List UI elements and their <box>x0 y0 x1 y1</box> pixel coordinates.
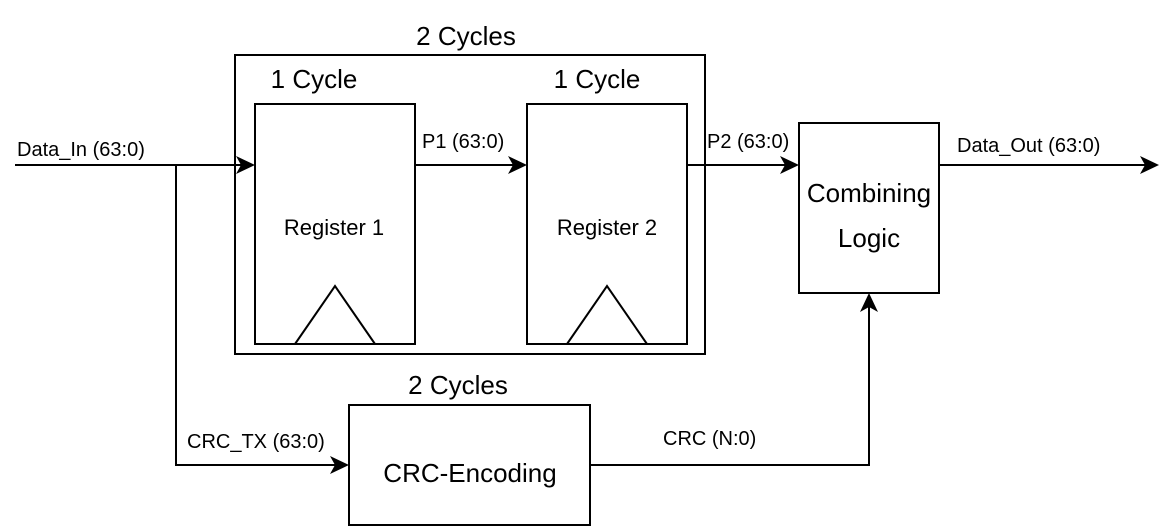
crc-tx-wire <box>175 165 336 466</box>
data-out-arrowhead <box>1140 156 1159 174</box>
register-2-cycle-label: 1 Cycle <box>554 64 641 94</box>
p2-arrowhead <box>780 156 799 174</box>
combining-logic-label-line2: Logic <box>838 223 900 253</box>
register-1-label: Register 1 <box>284 215 384 240</box>
register-2-box <box>526 103 688 345</box>
crc-cycle-label: 2 Cycles <box>408 370 508 400</box>
crc-label: CRC (N:0) <box>663 428 756 450</box>
p1-label: P1 (63:0) <box>422 131 504 153</box>
data-in-arrowhead <box>236 156 255 174</box>
p2-label: P2 (63:0) <box>707 131 789 153</box>
data-in-label: Data_In (63:0) <box>17 139 145 161</box>
pipeline-cycle-label: 2 Cycles <box>416 21 516 51</box>
register-2-label: Register 2 <box>557 215 657 240</box>
register-1-cycle-label: 1 Cycle <box>271 64 358 94</box>
crc-arrowhead <box>860 293 878 312</box>
register-1-clock-icon <box>294 284 376 345</box>
register-1-box <box>254 103 416 345</box>
p1-arrowhead <box>508 156 527 174</box>
combining-logic-box <box>798 122 940 294</box>
register-2-clock-icon <box>566 284 648 345</box>
combining-logic-label-line1: Combining <box>807 178 931 208</box>
crc-wire <box>590 306 870 466</box>
crc-encoding-label: CRC-Encoding <box>383 458 556 488</box>
data-out-label: Data_Out (63:0) <box>957 135 1100 157</box>
crc-tx-arrowhead <box>330 456 349 474</box>
crc-tx-label: CRC_TX (63:0) <box>187 431 325 453</box>
